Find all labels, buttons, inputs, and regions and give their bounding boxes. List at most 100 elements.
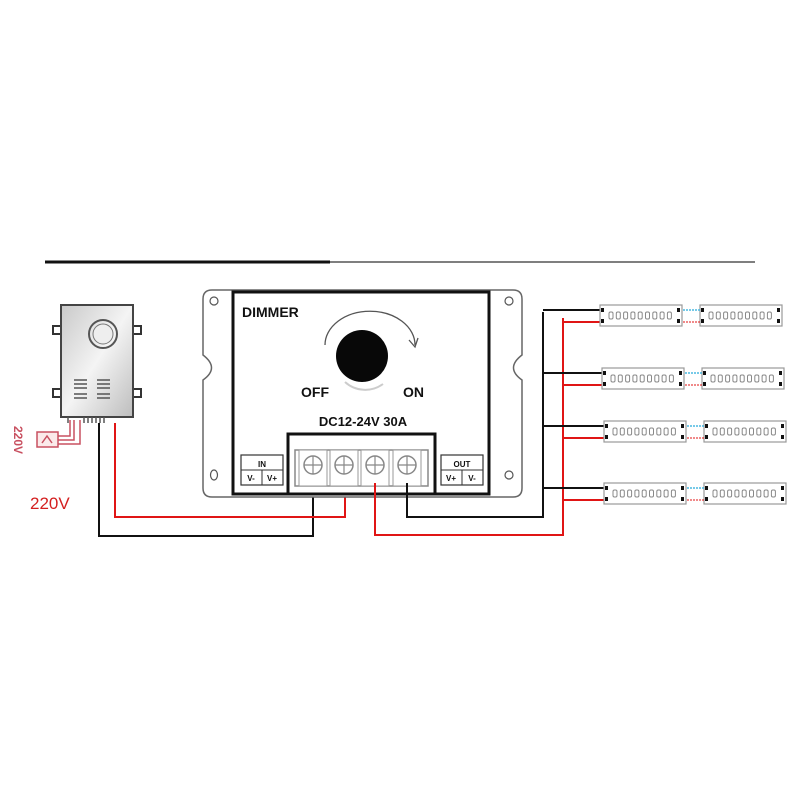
led-icon <box>649 427 654 436</box>
led-icon <box>668 374 674 383</box>
led-icon <box>654 374 660 383</box>
led-icon <box>612 489 618 498</box>
led-icon <box>745 311 750 320</box>
led-icon <box>768 374 774 383</box>
led-icon <box>712 427 718 436</box>
rotate-arrow-icon <box>324 310 416 346</box>
led-icon <box>661 374 667 383</box>
led-icon <box>732 374 738 383</box>
led-icon <box>649 489 654 498</box>
led-strip-segment <box>599 304 683 327</box>
led-icon <box>659 311 665 320</box>
led-icon <box>610 374 616 383</box>
dimmer-knob[interactable] <box>336 330 388 382</box>
led-icon <box>759 311 765 320</box>
out-pin-1: V+ <box>446 474 456 483</box>
power-supply <box>52 304 142 423</box>
led-icon <box>641 427 647 436</box>
led-icon <box>619 489 625 498</box>
negative-wire-in <box>98 423 314 537</box>
led-icon <box>719 427 725 436</box>
led-icon <box>741 427 747 436</box>
led-icon <box>749 427 754 436</box>
led-strip-segment <box>603 420 687 443</box>
led-strip-segment <box>601 367 685 390</box>
terminal-screw[interactable] <box>298 449 328 487</box>
led-strip-row <box>543 420 787 443</box>
led-icon <box>719 489 725 498</box>
led-icon <box>708 311 714 320</box>
led-icon <box>615 311 621 320</box>
led-icon <box>663 489 669 498</box>
led-icon <box>770 489 776 498</box>
led-icon <box>763 427 769 436</box>
terminal-screw[interactable] <box>329 449 359 487</box>
dimmer: DIMMER OFF ON DC12-24V 30A IN V- V+ OUT … <box>202 289 523 498</box>
led-icon <box>647 374 652 383</box>
rating-label: DC12-24V 30A <box>319 414 408 429</box>
out-pin-2: V- <box>468 474 476 483</box>
terminal-screw[interactable] <box>392 449 422 487</box>
led-icon <box>727 427 733 436</box>
led-icon <box>763 489 769 498</box>
led-icon <box>670 427 676 436</box>
positive-wire-in <box>114 423 346 518</box>
led-icon <box>670 489 676 498</box>
led-icon <box>725 374 731 383</box>
led-icon <box>645 311 650 320</box>
led-icon <box>627 427 633 436</box>
led-icon <box>715 311 721 320</box>
on-label: ON <box>403 384 424 400</box>
in-label-block: IN V- V+ <box>240 454 284 486</box>
led-icon <box>625 374 631 383</box>
negative-wire-out <box>406 312 544 518</box>
supply-voltage-label: 220V <box>30 494 70 513</box>
led-icon <box>608 311 614 320</box>
led-icon <box>737 311 743 320</box>
led-icon <box>770 427 776 436</box>
led-icon <box>641 489 647 498</box>
led-strip-segment <box>603 482 687 505</box>
led-icon <box>619 427 625 436</box>
dimmer-title: DIMMER <box>242 304 299 320</box>
terminal-screw[interactable] <box>360 449 390 487</box>
out-label-block: OUT V+ V- <box>440 454 484 486</box>
led-icon <box>656 489 662 498</box>
led-icon <box>627 489 633 498</box>
led-icon <box>712 489 718 498</box>
led-icon <box>710 374 716 383</box>
led-icon <box>766 311 772 320</box>
led-icon <box>754 374 760 383</box>
led-icon <box>730 311 736 320</box>
led-icon <box>756 489 762 498</box>
led-icon <box>752 311 758 320</box>
led-icon <box>723 311 729 320</box>
led-icon <box>761 374 767 383</box>
led-icon <box>634 427 640 436</box>
led-icon <box>663 427 669 436</box>
led-icon <box>666 311 672 320</box>
led-icon <box>734 427 740 436</box>
led-icon <box>734 489 740 498</box>
led-icon <box>739 374 745 383</box>
led-strip-segment <box>701 367 785 390</box>
led-icon <box>632 374 638 383</box>
plug-voltage-label: 220V <box>11 426 25 454</box>
led-icon <box>656 427 662 436</box>
led-strip-row <box>543 367 785 390</box>
led-icon <box>717 374 723 383</box>
led-strip-segment <box>703 482 787 505</box>
in-pin-1: V- <box>247 474 255 483</box>
led-icon <box>652 311 658 320</box>
led-icon <box>727 489 733 498</box>
led-strip-row <box>543 304 783 327</box>
led-strip-segment <box>699 304 783 327</box>
off-label: OFF <box>301 384 329 400</box>
led-icon <box>617 374 623 383</box>
led-icon <box>639 374 645 383</box>
led-icon <box>630 311 636 320</box>
led-icon <box>612 427 618 436</box>
led-icon <box>623 311 629 320</box>
